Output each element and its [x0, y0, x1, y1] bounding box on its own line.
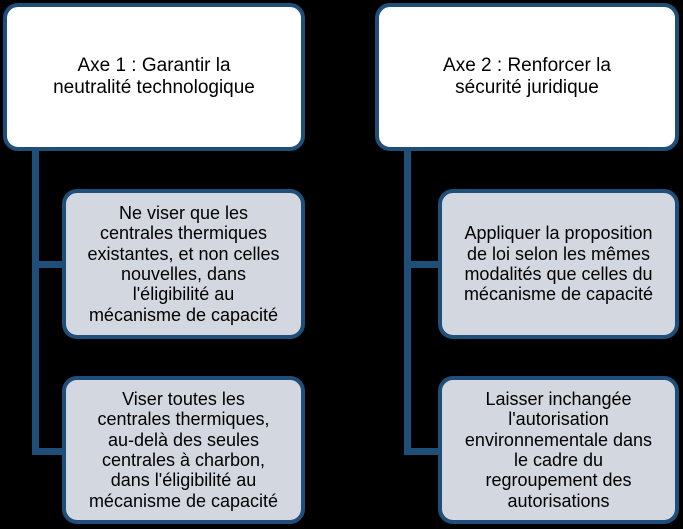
axe2-connector-stub-child2 [404, 448, 442, 455]
axe1-child2-box: Viser toutes les centrales thermiques, a… [62, 376, 305, 524]
axe1-child1-box: Ne viser que les centrales thermiques ex… [62, 189, 305, 339]
axe2-parent-box: Axe 2 : Renforcer la sécurité juridique [375, 3, 679, 151]
axe2-child2-text: Laisser inchangée l'autorisation environ… [464, 389, 653, 511]
axe2-child1-box: Appliquer la proposition de loi selon le… [438, 189, 679, 339]
axe1-child1-text: Ne viser que les centrales thermiques ex… [87, 203, 280, 325]
axe1-child2-text: Viser toutes les centrales thermiques, a… [88, 389, 279, 511]
axe2-parent-title: Axe 2 : Renforcer la sécurité juridique [443, 54, 611, 98]
axe1-connector-stub-child2 [32, 448, 66, 455]
axe1-connector-stub-child1 [32, 261, 66, 268]
axe2-connector-stub-child1 [404, 261, 442, 268]
axe1-parent-title: Axe 1 : Garantir la neutralité technolog… [53, 54, 255, 98]
axe1-parent-box: Axe 1 : Garantir la neutralité technolog… [3, 3, 305, 151]
axe2-connector-vertical-line [404, 149, 411, 455]
axe1-connector-vertical-line [32, 149, 39, 455]
axe2-child1-text: Appliquer la proposition de loi selon le… [463, 223, 654, 305]
axe2-child2-box: Laisser inchangée l'autorisation environ… [438, 376, 679, 524]
